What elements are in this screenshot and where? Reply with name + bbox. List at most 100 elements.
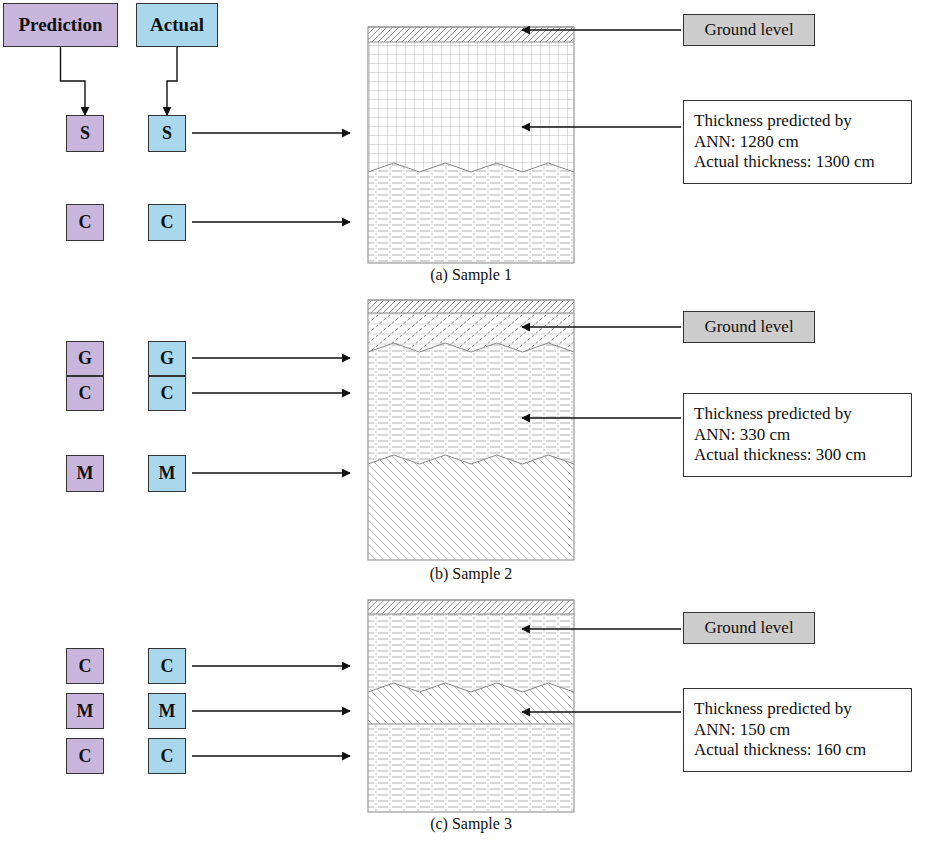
box-label: M	[77, 463, 94, 484]
soil-layer-hatch	[368, 455, 574, 560]
thickness-pointer	[522, 417, 681, 418]
predicted-layer-box: M	[66, 455, 104, 492]
soil-layer-hatch	[368, 724, 574, 812]
box-label: S	[162, 123, 172, 144]
soil-layer	[368, 455, 574, 560]
soil-columns	[368, 27, 574, 812]
sample-caption: (a) Sample 1	[368, 266, 574, 284]
thickness-text: Actual thickness: 300 cm	[694, 445, 876, 465]
ground-pointer	[522, 326, 681, 327]
soil-layer	[368, 27, 574, 263]
box-label: C	[161, 212, 174, 233]
soil-layer-hatch	[368, 163, 574, 263]
layer-pointer	[192, 221, 350, 222]
box-label: M	[77, 701, 94, 722]
soil-layer-hatch	[368, 683, 574, 812]
header-arrow	[61, 47, 86, 115]
box-label: C	[79, 656, 92, 677]
layer-boundary	[368, 724, 574, 725]
predicted-layer-box: S	[66, 115, 104, 152]
box-label: Ground level	[704, 618, 793, 638]
header-arrow	[167, 47, 177, 115]
layer-pointer	[192, 665, 350, 666]
soil-layer	[368, 600, 574, 812]
layer-pointer	[192, 392, 350, 393]
soil-layer	[368, 614, 574, 812]
soil-layer-hatch	[368, 27, 574, 263]
box-label: C	[79, 212, 92, 233]
soil-layer-hatch	[368, 614, 574, 812]
actual-layer-box: M	[148, 455, 186, 492]
prediction-header: Prediction	[3, 3, 118, 47]
box-label: M	[159, 701, 176, 722]
thickness-text: Actual thickness: 1300 cm	[694, 152, 876, 172]
layer-boundary	[368, 614, 574, 615]
soil-layer-hatch	[368, 42, 574, 263]
predicted-layer-box: C	[66, 648, 104, 684]
soil-layer	[368, 683, 574, 812]
leader-lines	[192, 30, 681, 756]
layer-pointer	[192, 472, 350, 473]
box-label: Ground level	[704, 317, 793, 337]
thickness-callout: Thickness predicted by ANN: 1280 cmActua…	[683, 100, 912, 184]
layer-pointer	[192, 710, 350, 711]
layer-boundary	[368, 683, 574, 692]
soil-layer-hatch	[368, 313, 574, 560]
thickness-pointer	[522, 711, 681, 712]
soil-column	[368, 27, 574, 263]
column-outline	[368, 27, 574, 263]
thickness-pointer	[522, 126, 681, 127]
predicted-layer-box: M	[66, 693, 104, 729]
layer-boundary	[368, 455, 574, 464]
actual-layer-box: C	[148, 648, 186, 684]
thickness-callout: Thickness predicted by ANN: 330 cmActual…	[683, 393, 912, 477]
sample-caption: (b) Sample 2	[368, 565, 574, 583]
predicted-layer-box: C	[66, 204, 104, 241]
ground-level-box: Ground level	[683, 612, 815, 644]
box-label: Actual	[150, 14, 204, 36]
thickness-text: Actual thickness: 160 cm	[694, 740, 876, 760]
soil-layer	[368, 42, 574, 263]
thickness-callout: Thickness predicted by ANN: 150 cmActual…	[683, 688, 912, 772]
box-label: C	[161, 383, 174, 404]
ground-level-box: Ground level	[683, 14, 815, 46]
box-label: Ground level	[704, 20, 793, 40]
actual-layer-box: C	[148, 738, 186, 774]
box-label: C	[161, 656, 174, 677]
actual-layer-box: C	[148, 376, 186, 411]
box-label: Prediction	[18, 14, 102, 36]
predicted-layer-box: G	[66, 341, 104, 376]
predicted-layer-box: C	[66, 376, 104, 411]
box-label: S	[80, 123, 90, 144]
box-label: M	[159, 463, 176, 484]
layer-boundary	[368, 313, 574, 314]
box-label: G	[160, 348, 174, 369]
layer-boundary	[368, 42, 574, 43]
soil-column	[368, 600, 574, 812]
soil-layer	[368, 163, 574, 263]
box-label: G	[78, 348, 92, 369]
layer-boundary	[368, 163, 574, 172]
actual-layer-box: S	[148, 115, 186, 152]
box-label: C	[161, 746, 174, 767]
layer-pointer	[192, 357, 350, 358]
column-outline	[368, 600, 574, 812]
actual-layer-box: G	[148, 341, 186, 376]
actual-header: Actual	[136, 3, 218, 47]
soil-layer	[368, 343, 574, 560]
thickness-text: Thickness predicted by ANN: 330 cm	[694, 404, 876, 445]
actual-layer-box: M	[148, 693, 186, 729]
predicted-layer-box: C	[66, 738, 104, 774]
ground-level-box: Ground level	[683, 311, 815, 343]
sample-caption: (c) Sample 3	[368, 815, 574, 833]
soil-layer	[368, 300, 574, 560]
column-outline	[368, 300, 574, 560]
box-label: C	[79, 383, 92, 404]
layer-pointer	[192, 755, 350, 756]
actual-layer-box: C	[148, 204, 186, 241]
soil-layer-hatch	[368, 343, 574, 560]
ground-pointer	[522, 29, 681, 30]
box-label: C	[79, 746, 92, 767]
layer-boundary	[368, 343, 574, 352]
